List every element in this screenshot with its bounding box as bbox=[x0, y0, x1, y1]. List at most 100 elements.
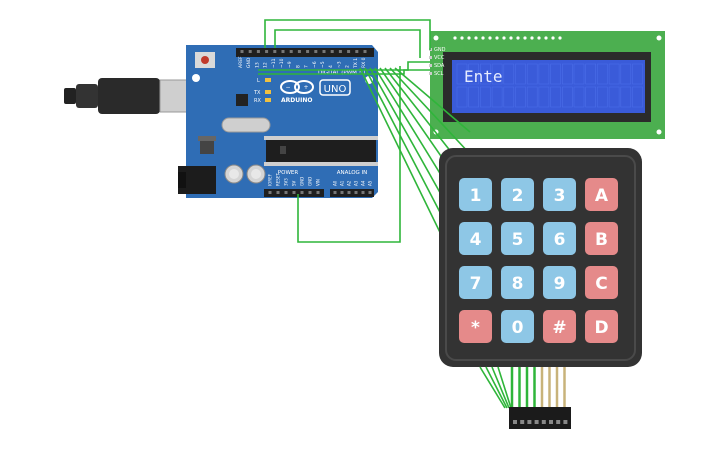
key-11[interactable]: C bbox=[585, 266, 618, 299]
lcd-pin-label: GND bbox=[434, 47, 446, 53]
digital-pin-label: TX 1 bbox=[353, 58, 359, 69]
key-9[interactable]: 8 bbox=[501, 266, 534, 299]
digital-pin-label: ~6 bbox=[312, 61, 318, 68]
digital-pin-label: ~9 bbox=[287, 61, 293, 68]
wire bbox=[264, 19, 431, 50]
key-4[interactable]: 4 bbox=[459, 222, 492, 255]
digital-pin-label: RX 0 bbox=[361, 57, 367, 68]
wire bbox=[297, 66, 401, 243]
lcd-screen bbox=[452, 60, 645, 113]
digital-pin-label: 4 bbox=[328, 65, 334, 68]
led-l-label: L bbox=[257, 78, 260, 84]
key-10[interactable]: 9 bbox=[543, 266, 576, 299]
key-6[interactable]: 6 bbox=[543, 222, 576, 255]
wire bbox=[274, 29, 421, 58]
digital-pin-label: 12 bbox=[263, 62, 269, 68]
key-13[interactable]: 0 bbox=[501, 310, 534, 343]
uno-label: UNO bbox=[324, 84, 347, 95]
key-5[interactable]: 5 bbox=[501, 222, 534, 255]
key-label: C bbox=[595, 274, 607, 294]
wire bbox=[394, 67, 471, 133]
led-tx-label: TX bbox=[253, 90, 261, 96]
key-1[interactable]: 2 bbox=[501, 178, 534, 211]
digital-pin-label: ~10 bbox=[279, 58, 285, 68]
digital-pin-label: 13 bbox=[254, 62, 260, 68]
power-pin-label: IOREF bbox=[268, 173, 273, 186]
lcd-pin-label: VCC bbox=[434, 55, 445, 61]
digital-label: DIGITAL (PWM ~) bbox=[318, 70, 365, 76]
key-label: 3 bbox=[554, 186, 566, 206]
key-12[interactable]: * bbox=[459, 310, 492, 343]
digital-pin-label: AREF bbox=[238, 56, 244, 68]
usb-cable bbox=[64, 78, 209, 114]
lcd-character-grid bbox=[456, 63, 643, 108]
svg-text:+: + bbox=[303, 84, 308, 91]
analog-pin-label: A1 bbox=[340, 180, 345, 186]
key-label: B bbox=[595, 230, 608, 250]
key-label: 2 bbox=[512, 186, 524, 206]
key-8[interactable]: 7 bbox=[459, 266, 492, 299]
key-3[interactable]: A bbox=[585, 178, 618, 211]
analog-pin-label: A5 bbox=[368, 180, 373, 186]
key-14[interactable]: # bbox=[543, 310, 576, 343]
key-label: 4 bbox=[470, 230, 482, 250]
key-2[interactable]: 3 bbox=[543, 178, 576, 211]
key-label: 1 bbox=[470, 186, 482, 206]
wire bbox=[258, 61, 430, 71]
crystal bbox=[221, 117, 271, 133]
digital-header bbox=[236, 48, 374, 57]
key-label: # bbox=[552, 318, 566, 338]
lcd-text: Ente bbox=[464, 67, 503, 86]
analog-pin-label: A0 bbox=[333, 180, 338, 186]
digital-pin-label: 7 bbox=[304, 65, 310, 68]
analog-pin-label: A3 bbox=[354, 180, 359, 186]
key-label: 7 bbox=[470, 274, 482, 294]
led-l bbox=[265, 78, 271, 82]
digital-pin-label: ~5 bbox=[320, 61, 326, 68]
lcd-pin-label: SDA bbox=[434, 63, 445, 69]
keypad-connector bbox=[509, 407, 571, 429]
wire bbox=[389, 67, 471, 155]
power-pin-label: 3V3 bbox=[284, 178, 289, 186]
power-pin-label: RESET bbox=[276, 173, 281, 186]
svg-text:−: − bbox=[285, 84, 290, 91]
lcd-module: Ente GND VCC SDA SCL bbox=[429, 31, 665, 139]
key-label: 8 bbox=[512, 274, 524, 294]
regulator bbox=[200, 140, 214, 154]
key-label: D bbox=[594, 318, 608, 338]
keypad-ribbon bbox=[479, 366, 566, 409]
arduino-logo: − + ARDUINO bbox=[280, 80, 314, 104]
led-tx bbox=[265, 90, 271, 94]
digital-pin-label: 8 bbox=[295, 65, 301, 68]
arduino-brand: ARDUINO bbox=[281, 97, 312, 104]
analog-pin-label: A2 bbox=[347, 180, 352, 186]
power-pin-label: VIN bbox=[316, 179, 321, 186]
key-0[interactable]: 1 bbox=[459, 178, 492, 211]
power-pin-label: GND bbox=[308, 177, 313, 186]
power-label: POWER bbox=[278, 170, 299, 176]
analog-header bbox=[330, 189, 374, 197]
key-label: * bbox=[471, 318, 480, 338]
key-15[interactable]: D bbox=[585, 310, 618, 343]
key-label: 5 bbox=[512, 230, 524, 250]
digital-pin-label: 2 bbox=[345, 65, 351, 68]
digital-pin-label: ~3 bbox=[336, 61, 342, 68]
digital-pin-label: GND bbox=[246, 57, 252, 68]
usb-chip bbox=[236, 94, 248, 106]
key-7[interactable]: B bbox=[585, 222, 618, 255]
uno-badge bbox=[319, 79, 351, 96]
digital-pin-label: ~11 bbox=[271, 58, 277, 68]
power-pin-label: 5V bbox=[292, 180, 297, 186]
key-label: 9 bbox=[554, 274, 566, 294]
lcd-pin-label: SCL bbox=[434, 71, 444, 77]
key-label: 0 bbox=[512, 318, 524, 338]
led-rx-label: RX bbox=[254, 98, 261, 104]
wire bbox=[258, 69, 430, 75]
